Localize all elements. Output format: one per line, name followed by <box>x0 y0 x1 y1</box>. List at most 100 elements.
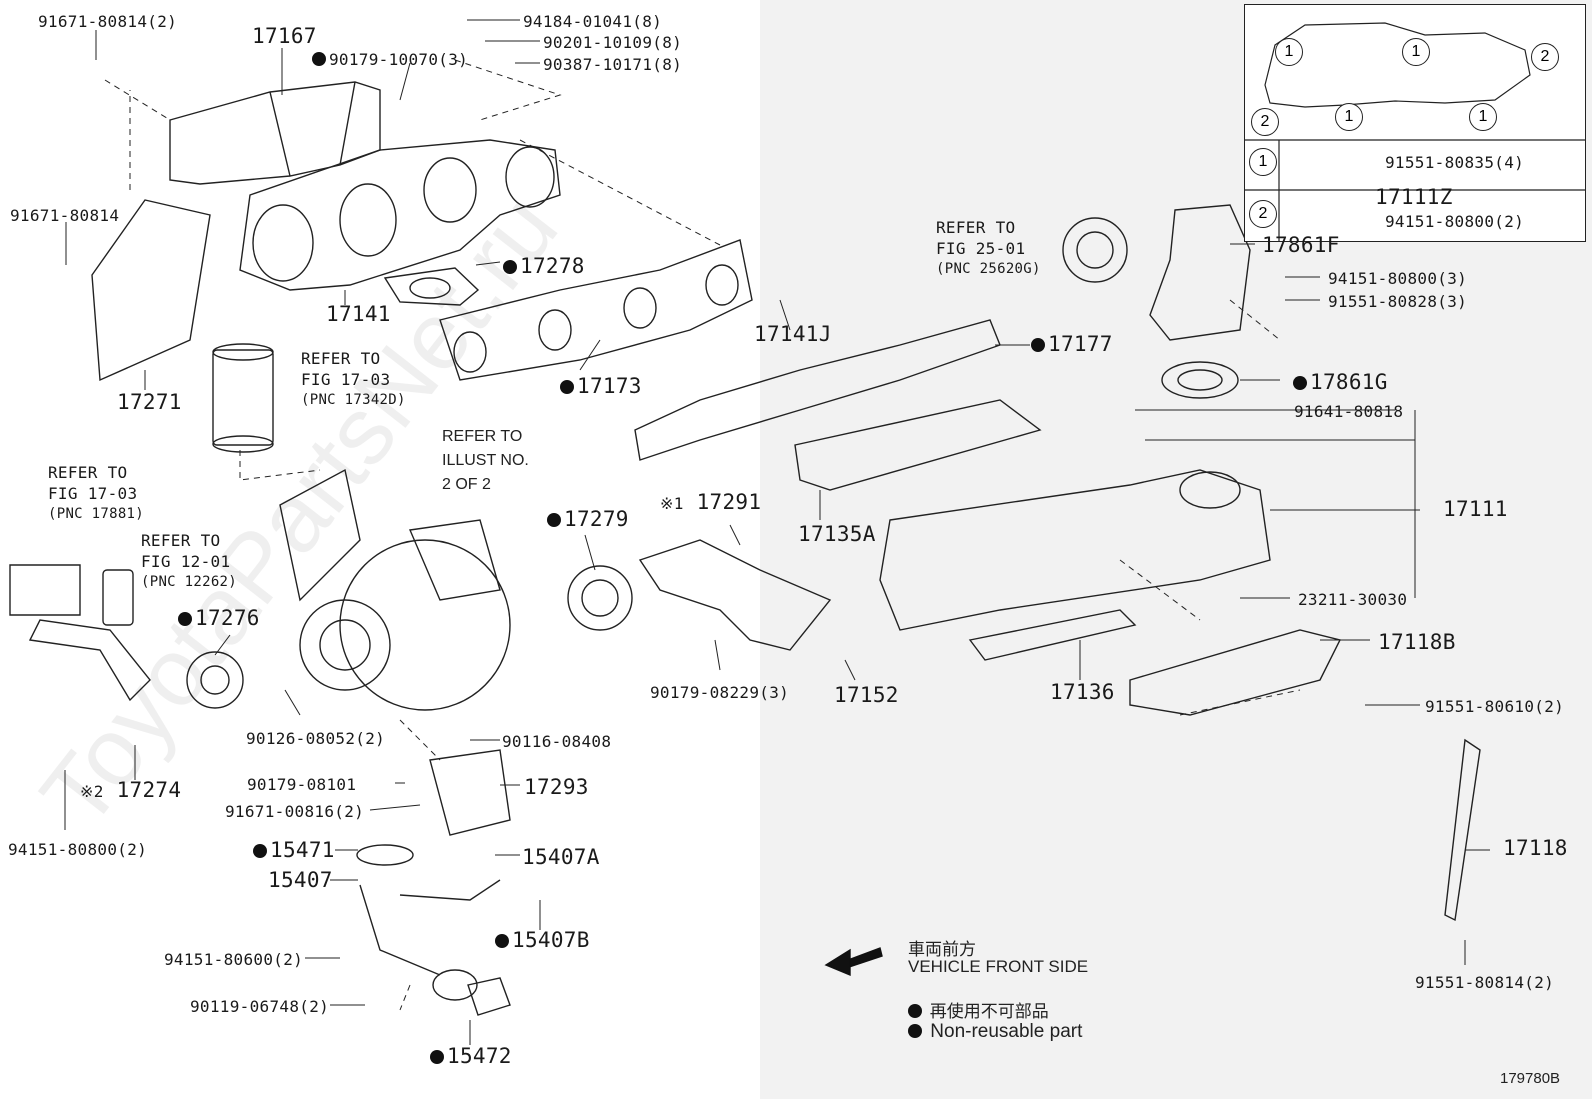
exhaust-pipe-17291 <box>638 539 832 651</box>
part-label: 90387-10171(8) <box>543 55 683 74</box>
nonreusable-dot-icon <box>495 934 509 948</box>
part-label: 17136 <box>1050 680 1115 704</box>
part-label-nonreusable: 15407B <box>495 928 590 952</box>
part-label: 17167 <box>252 24 317 48</box>
nonreusable-dot-icon <box>312 52 326 66</box>
part-label: 91551-80828(3) <box>1328 292 1468 311</box>
nonreusable-dot-icon <box>560 380 574 394</box>
heat-insulator-17167 <box>169 81 381 185</box>
part-label: 17141 <box>326 302 391 326</box>
gasket-17173 <box>439 239 753 381</box>
part-label: 17135A <box>798 522 876 546</box>
bracket-17293 <box>429 749 511 836</box>
part-label: 91671-00816(2) <box>225 802 365 821</box>
part-label: 91641-80818 <box>1294 402 1404 421</box>
part-label: 90116-08408 <box>502 732 612 751</box>
inset-marker-1: 1 <box>1402 38 1430 66</box>
inset-marker-1: 1 <box>1335 103 1363 131</box>
part-label: 17152 <box>834 683 899 707</box>
gasket-17278 <box>383 267 480 306</box>
part-label: 90179-08101 <box>247 775 357 794</box>
outlet-17861F <box>1149 204 1251 341</box>
part-label: 17861F <box>1262 233 1340 257</box>
nonreusable-dot-icon <box>908 1024 922 1038</box>
part-label: 91551-80814(2) <box>1415 973 1555 992</box>
inset-marker-1: 1 <box>1275 38 1303 66</box>
figure-id: 179780B <box>1500 1070 1561 1087</box>
nonreusable-dot-icon <box>503 260 517 274</box>
oil-pipe-15407 <box>359 879 501 976</box>
part-label: 90126-08052(2) <box>246 729 386 748</box>
part-label: 94151-80800(2) <box>8 840 148 859</box>
part-label-nonreusable: 90179-10070(3) <box>312 50 468 69</box>
cover-17135A <box>794 399 1042 491</box>
inset-panel: 1 1 1 1 2 2 1 91551-80835(4) 2 17111Z 94… <box>1244 4 1586 242</box>
part-label-nonreusable: 15471 <box>253 838 335 862</box>
part-label: 17118 <box>1503 836 1568 860</box>
part-label: 17111 <box>1443 497 1508 521</box>
part-label-nonreusable: 17278 <box>503 254 585 278</box>
nonreusable-legend-en: Non-reusable part <box>908 1021 1082 1043</box>
part-label: 91551-80610(2) <box>1425 697 1565 716</box>
part-label-nonreusable: 17177 <box>1031 332 1113 356</box>
turbocharger <box>339 539 511 711</box>
inset-marker-2: 2 <box>1531 43 1559 71</box>
insulator-17136 <box>968 609 1137 661</box>
part-label-nonreusable: 17861G <box>1293 370 1388 394</box>
part-label-nonreusable: 17173 <box>560 374 642 398</box>
part-label: 17293 <box>524 775 589 799</box>
nonreusable-legend-jp: 再使用不可部品 <box>908 997 1049 1022</box>
part-label-marked: ※1 17291 <box>660 490 762 514</box>
part-label: 90201-10109(8) <box>543 33 683 52</box>
nonreusable-dot-icon <box>1293 376 1307 390</box>
part-label-nonreusable: 17279 <box>547 507 629 531</box>
part-label: 15407 <box>268 868 333 892</box>
inset-row1-marker: 1 <box>1249 148 1277 176</box>
bracket-17118 <box>1444 738 1481 922</box>
inset-row2-part-b: 94151-80800(2) <box>1385 212 1525 231</box>
nonreusable-dot-icon <box>430 1050 444 1064</box>
part-label-marked: ※2 17274 <box>80 778 182 802</box>
intake-manifold-17111 <box>879 469 1271 631</box>
inset-row2-part-a: 17111Z <box>1375 185 1453 209</box>
nonreusable-dot-icon <box>253 844 267 858</box>
nonreusable-dot-icon <box>1031 338 1045 352</box>
part-label: 94184-01041(8) <box>523 12 663 31</box>
nonreusable-dot-icon <box>908 1004 922 1018</box>
pipe-cylinder <box>212 349 274 446</box>
insulator-17118B <box>1129 629 1342 716</box>
part-label: 90179-08229(3) <box>650 683 790 702</box>
part-label: 91671-80814(2) <box>38 12 178 31</box>
gasket-17276 <box>186 651 244 709</box>
nonreusable-dot-icon <box>547 513 561 527</box>
nonreusable-dot-icon <box>178 612 192 626</box>
part-label-nonreusable: 17276 <box>178 606 260 630</box>
exhaust-manifold-17141 <box>239 139 561 291</box>
inset-row2-marker: 2 <box>1249 200 1277 228</box>
inset-marker-1: 1 <box>1469 103 1497 131</box>
part-label: 90119-06748(2) <box>190 997 330 1016</box>
part-label: 15407A <box>522 845 600 869</box>
vehicle-front-jp: 車両前方 <box>908 940 976 959</box>
part-label-nonreusable: 15472 <box>430 1044 512 1068</box>
part-label: 94151-80600(2) <box>164 950 304 969</box>
heat-shield-17271 <box>91 199 211 382</box>
part-label: 94151-80800(3) <box>1328 269 1468 288</box>
inset-row1-part: 91551-80835(4) <box>1385 153 1525 172</box>
gasket-15471 <box>356 844 414 866</box>
inset-marker-2: 2 <box>1251 108 1279 136</box>
part-label: 91671-80814 <box>10 206 120 225</box>
part-label: 17141J <box>754 322 832 346</box>
gasket-17279 <box>567 565 633 631</box>
part-label: 17271 <box>117 390 182 414</box>
gasket-17861G <box>1161 361 1239 399</box>
gasket-15472 <box>467 977 511 1016</box>
part-label: 17118B <box>1378 630 1456 654</box>
